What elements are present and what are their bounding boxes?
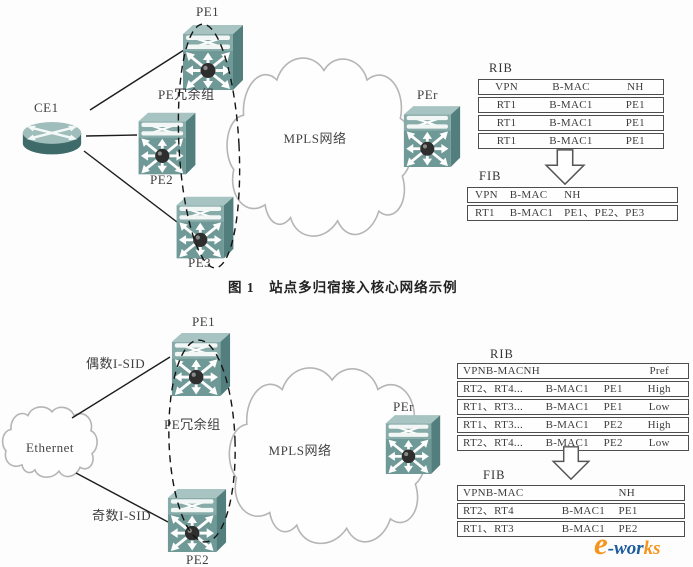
table-header-row: VPN B-MAC NH xyxy=(478,79,664,95)
cell: PE2 xyxy=(618,522,638,535)
fib-table-fig1: VPN B-MAC NH RT1 B-MAC1 PE1、PE2、PE3 xyxy=(467,187,678,221)
table-row: RT2、RT4 B-MAC1 PE1 xyxy=(457,503,685,519)
cell: B-MAC1 xyxy=(545,382,589,395)
cell: PE1、PE2、PE3 xyxy=(564,206,645,219)
table-row: RT1 B-MAC1 PE1 xyxy=(478,115,664,131)
header-cell: VPNB-MACNH xyxy=(463,364,540,377)
link-ce1-pe2 xyxy=(85,134,138,137)
rib-table-fig2: VPNB-MACNH Pref RT2、RT4... B-MAC1 PE1 Hi… xyxy=(457,363,689,451)
per-label-fig1: PEr xyxy=(417,87,438,102)
mpls-cloud-label-fig1: MPLS网络 xyxy=(283,131,347,146)
table-row: RT2、RT4... B-MAC1 PE2 Low xyxy=(457,435,689,451)
ce1-label: CE1 xyxy=(34,100,59,115)
cell: RT1、RT3 xyxy=(463,522,514,535)
cell: B-MAC1 xyxy=(545,400,589,413)
cell: PE1 xyxy=(625,134,645,147)
table-row: RT1、RT3... B-MAC1 PE2 High xyxy=(457,417,689,433)
pe2-switch-icon-fig2 xyxy=(166,484,228,558)
rib-to-fib-arrow-icon-fig2 xyxy=(545,446,597,480)
cell: PE1 xyxy=(603,400,623,413)
table-header-row: VPNB-MAC NH xyxy=(457,485,685,501)
table-row: RT1 B-MAC1 PE1 xyxy=(478,97,664,113)
table-row: RT1、RT3 B-MAC1 PE2 xyxy=(457,521,685,537)
pe1-label-fig1: PE1 xyxy=(196,4,220,19)
header-cell: VPNB-MAC xyxy=(463,486,524,499)
per-switch-icon-fig2 xyxy=(384,410,442,480)
header-cell: VPN xyxy=(495,80,519,93)
mpls-cloud-label-fig2: MPLS网络 xyxy=(268,443,332,458)
rib-title-fig1: RIB xyxy=(489,61,513,75)
cell: PE1 xyxy=(603,382,623,395)
fib-title-fig1: FIB xyxy=(479,169,502,183)
cell: B-MAC1 xyxy=(549,98,593,111)
cell: B-MAC1 xyxy=(545,436,589,449)
table-header-row: VPNB-MACNH Pref xyxy=(457,363,689,379)
cell: PE1 xyxy=(625,116,645,129)
cell: B-MAC1 xyxy=(509,206,554,219)
rib-to-fib-arrow-icon-fig1 xyxy=(540,149,590,185)
pe3-switch-icon-fig1 xyxy=(174,192,236,264)
pe1-switch-icon-fig2 xyxy=(170,328,232,402)
header-cell: NH xyxy=(564,188,581,201)
cell: RT1 xyxy=(496,98,517,111)
odd-isid-label: 奇数I-SID xyxy=(92,508,152,523)
cell: B-MAC1 xyxy=(561,522,606,535)
cell: RT1、RT3... xyxy=(463,418,524,431)
table-row: RT1 B-MAC1 PE1 xyxy=(478,133,664,149)
cell: RT1、RT3... xyxy=(463,400,524,413)
cell: RT1 xyxy=(475,206,495,219)
eworks-text-blue: -wor xyxy=(607,538,644,559)
cell: Low xyxy=(648,400,670,413)
table-row: RT1、RT3... B-MAC1 PE1 Low xyxy=(457,399,689,415)
pe-redundancy-label-fig1: PE冗余组 xyxy=(158,87,215,102)
cell: RT1 xyxy=(496,134,517,147)
cell: PE2 xyxy=(603,436,623,449)
cell: PE1 xyxy=(618,504,638,517)
cell: B-MAC1 xyxy=(549,116,593,129)
table-row: RT2、RT4... B-MAC1 PE1 High xyxy=(457,381,689,397)
ce1-router-icon xyxy=(18,114,86,160)
pe2-switch-icon-fig1 xyxy=(136,108,198,180)
cell: PE1 xyxy=(625,98,645,111)
rib-table-fig1: VPN B-MAC NH RT1 B-MAC1 PE1 RT1 B-MAC1 P… xyxy=(478,79,664,149)
rib-title-fig2: RIB xyxy=(490,347,514,361)
cell: RT2、RT4 xyxy=(463,504,514,517)
header-cell: B-MAC xyxy=(552,80,590,93)
header-cell: B-MAC xyxy=(509,188,548,201)
pe-redundancy-label-fig2: PE冗余组 xyxy=(164,417,221,432)
cell: RT1 xyxy=(496,116,517,129)
cell: B-MAC1 xyxy=(561,504,606,517)
ethernet-cloud-label: Ethernet xyxy=(25,440,75,455)
eworks-text-orange: ks xyxy=(643,538,661,559)
cell: Low xyxy=(648,436,670,449)
cell: B-MAC1 xyxy=(549,134,593,147)
pe2-label-fig1: PE2 xyxy=(150,172,174,187)
header-cell: VPN xyxy=(475,188,498,201)
even-isid-label: 偶数I-SID xyxy=(86,356,146,371)
mpls-cloud-fig1 xyxy=(225,56,414,238)
table-header-row: VPN B-MAC NH xyxy=(467,187,678,203)
eworks-e-glyph: e xyxy=(594,526,608,561)
cell: RT2、RT4... xyxy=(463,382,524,395)
header-cell: NH xyxy=(627,80,644,93)
figure1-caption: 图 1 站点多归宿接入核心网络示例 xyxy=(228,280,458,295)
per-label-fig2: PEr xyxy=(393,399,414,414)
pe3-label-fig1: PE3 xyxy=(188,255,212,270)
cell: High xyxy=(647,418,671,431)
header-cell: NH xyxy=(618,486,635,499)
fib-title-fig2: FIB xyxy=(483,468,506,482)
fib-table-fig2: VPNB-MAC NH RT2、RT4 B-MAC1 PE1 RT1、RT3 B… xyxy=(457,485,685,537)
cell: B-MAC1 xyxy=(545,418,589,431)
cell: RT2、RT4... xyxy=(463,436,524,449)
pe2-label-fig2: PE2 xyxy=(186,552,210,567)
cell: High xyxy=(647,382,671,395)
cell: PE2 xyxy=(603,418,623,431)
pe1-label-fig2: PE1 xyxy=(192,314,216,329)
table-row: RT1 B-MAC1 PE1、PE2、PE3 xyxy=(467,205,678,221)
per-switch-icon-fig1 xyxy=(402,101,462,173)
header-cell: Pref xyxy=(649,364,670,377)
